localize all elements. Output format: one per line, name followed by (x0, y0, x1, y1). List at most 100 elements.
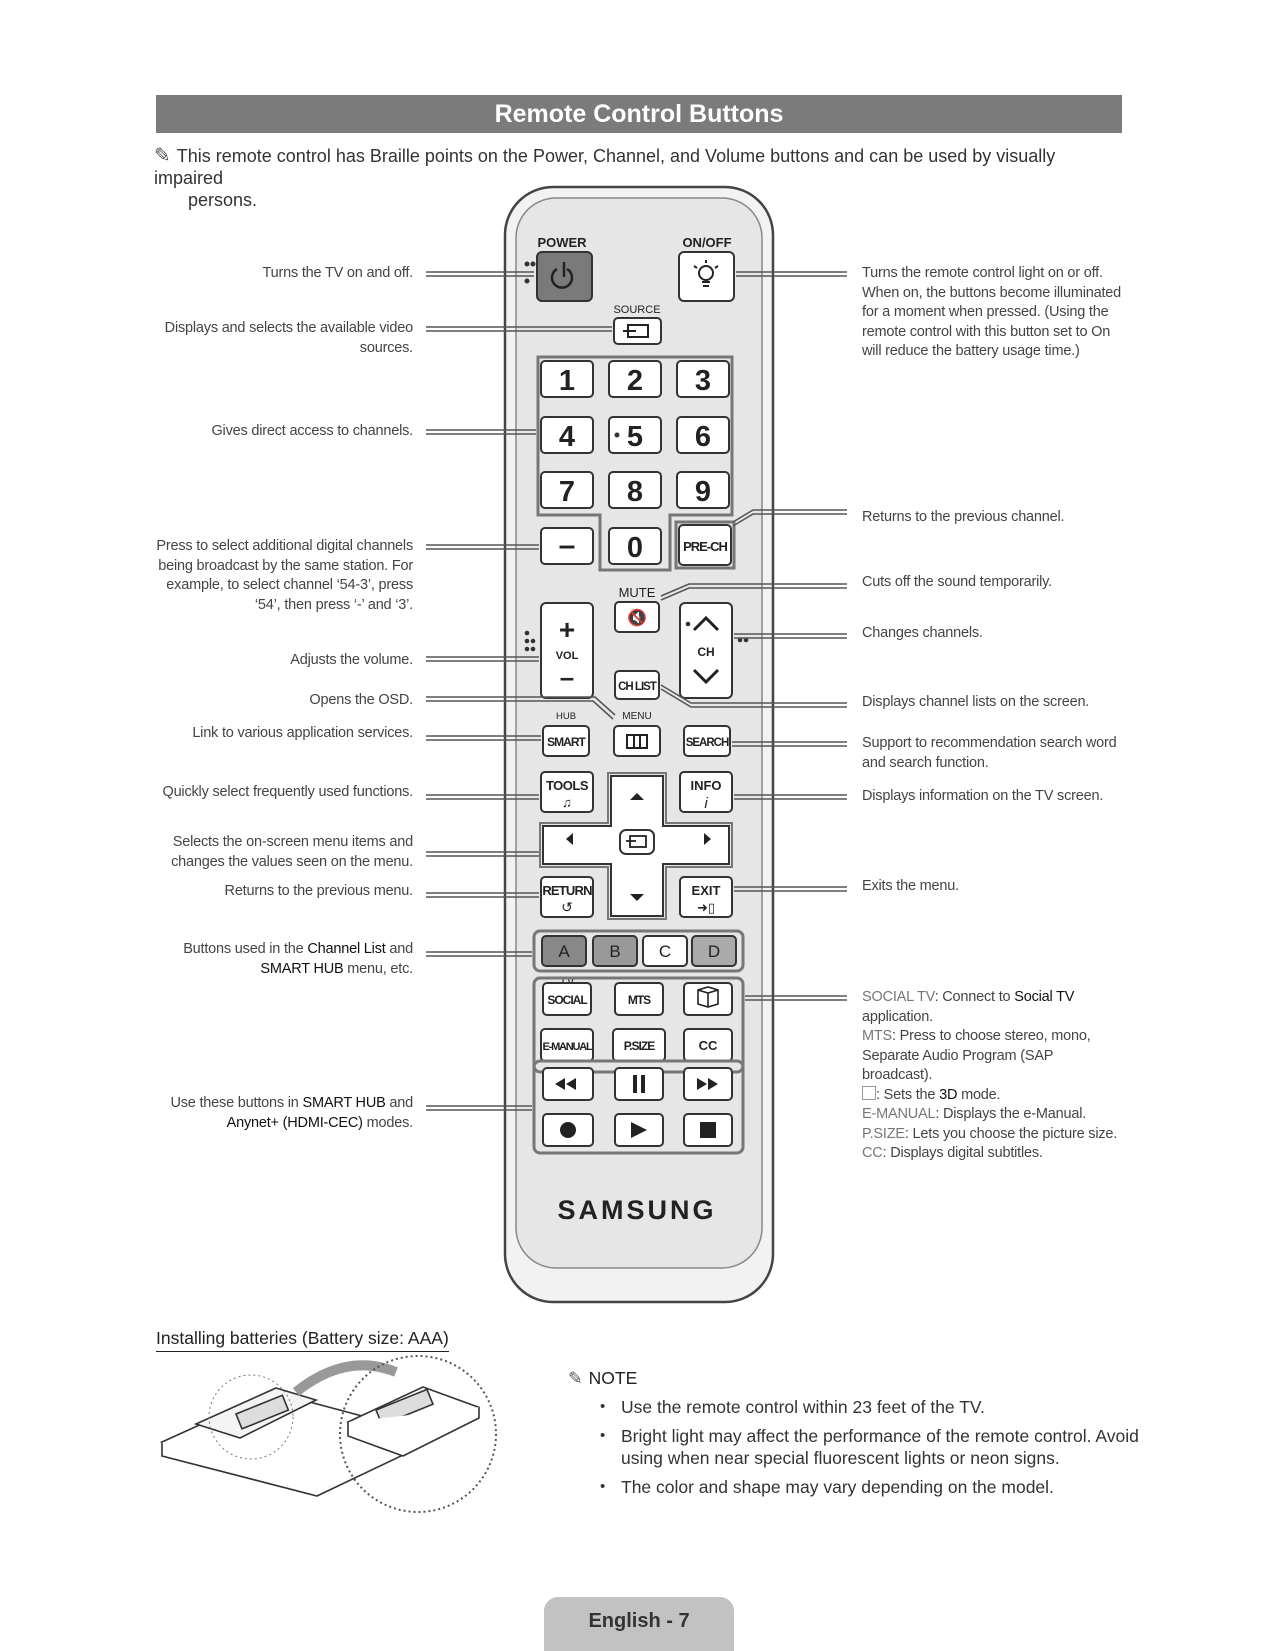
menu-button[interactable] (613, 725, 661, 757)
digit-button-5[interactable] (608, 416, 662, 454)
record-icon (560, 1122, 576, 1138)
digit-label: 3 (695, 365, 711, 397)
mute-icon: 🔇 (627, 608, 647, 627)
digit-button-8[interactable] (608, 471, 662, 509)
fast-forward-icon (697, 1078, 718, 1090)
color-button-label[interactable]: B (609, 942, 620, 961)
digit-label: 6 (695, 421, 711, 453)
color-button-d[interactable] (691, 935, 737, 967)
braille-dot (614, 432, 620, 438)
caption-volume: Adjusts the volume. (290, 652, 413, 668)
menu-label: MENU (622, 711, 651, 722)
digit-label: 1 (559, 365, 575, 397)
mts-button[interactable] (614, 982, 664, 1016)
ch-down-icon (692, 668, 720, 685)
color-button-label[interactable]: D (708, 942, 720, 961)
volume-rocker[interactable] (540, 602, 594, 699)
social-tv-button[interactable] (542, 982, 592, 1016)
note-list: Use the remote control within 23 feet of… (600, 1396, 1140, 1505)
color-button-label[interactable]: C (659, 942, 671, 961)
search-button[interactable] (683, 725, 731, 757)
source-button[interactable] (613, 317, 662, 345)
pause-button[interactable] (614, 1067, 664, 1101)
vol-up-icon: + (559, 614, 575, 645)
caption-color-buttons: Buttons used in the Channel List and SMA… (183, 941, 413, 977)
color-button-label[interactable]: A (558, 942, 570, 961)
stop-icon (700, 1122, 716, 1138)
prech-label: PRE-CH (683, 539, 727, 554)
info-button[interactable] (679, 771, 733, 813)
battery-install-illustration (159, 1355, 497, 1513)
note-pencil-icon: ✎ (568, 1368, 583, 1388)
tools-label: TOOLS (546, 778, 589, 793)
media-group (532, 1059, 745, 1155)
digit-button-9[interactable] (676, 471, 730, 509)
digit-label: 8 (627, 476, 643, 508)
tools-button[interactable] (540, 771, 594, 813)
return-button[interactable] (540, 876, 594, 918)
digit-button-1[interactable] (540, 360, 594, 398)
pause-icon (633, 1075, 645, 1093)
color-button-b[interactable] (592, 935, 638, 967)
mute-button[interactable] (614, 601, 660, 633)
exit-icon: ➜▯ (697, 900, 715, 915)
ch-label: CH (697, 645, 714, 659)
play-icon (631, 1122, 647, 1138)
list-item: Use the remote control within 23 feet of… (600, 1396, 1140, 1418)
chlist-button[interactable] (614, 670, 660, 700)
caption-numbers: Gives direct access to channels. (211, 423, 413, 439)
menu-icon (626, 734, 648, 749)
caption-channel: Changes channels. (862, 625, 983, 641)
info-label: INFO (690, 778, 721, 793)
enter-button[interactable] (619, 829, 655, 855)
dash-button[interactable] (540, 527, 594, 565)
return-icon: ↺ (561, 899, 573, 915)
exit-label: EXIT (692, 883, 721, 898)
prech-button[interactable] (678, 524, 732, 566)
chlist-label: CH LIST (618, 681, 657, 693)
digit-button-4[interactable] (540, 416, 594, 454)
number-group (536, 355, 734, 572)
psize-label: P.SIZE (624, 1039, 655, 1053)
exit-button[interactable] (679, 876, 733, 918)
digit-button-0[interactable] (608, 527, 662, 565)
color-button-c[interactable] (642, 935, 688, 967)
light-button[interactable] (678, 251, 735, 302)
tools-icon: ♫ (562, 795, 572, 810)
smart-hub-button[interactable] (542, 725, 590, 757)
source-label: SOURCE (613, 304, 660, 316)
rewind-icon (555, 1078, 576, 1090)
caption-info: Displays information on the TV screen. (862, 788, 1104, 804)
power-icon (550, 262, 574, 289)
digit-button-7[interactable] (540, 471, 594, 509)
hub-label: HUB (556, 711, 576, 722)
caption-exit: Exits the menu. (862, 878, 959, 894)
arrow-icon (292, 1360, 398, 1396)
channel-rocker[interactable] (679, 602, 733, 699)
emanual-label: E-MANUAL (542, 1041, 593, 1053)
digit-button-2[interactable] (608, 360, 662, 398)
caption-media-buttons: Use these buttons in SMART HUB and Anyne… (170, 1095, 413, 1131)
list-item: The color and shape may vary depending o… (600, 1476, 1140, 1498)
mts-label: MTS (628, 993, 651, 1007)
intro-line-1: This remote control has Braille points o… (154, 146, 1056, 188)
caption-dpad: Selects the on-screen menu items and cha… (171, 834, 413, 870)
info-icon: i (704, 795, 708, 812)
enter-icon (626, 835, 647, 848)
caption-return: Returns to the previous menu. (224, 883, 414, 899)
left-leaders (426, 271, 616, 1111)
dpad-left-icon (566, 833, 573, 845)
digit-label: 2 (627, 365, 643, 397)
list-item: Bright light may affect the performance … (600, 1425, 1140, 1469)
vol-down-icon: – (560, 662, 574, 692)
caption-light: Turns the remote control light on or off… (862, 265, 1121, 359)
vol-label: VOL (556, 650, 579, 662)
digit-button-3[interactable] (676, 360, 730, 398)
3d-icon (697, 986, 719, 1008)
search-label: SEARCH (686, 737, 729, 749)
page-number: English - 7 (544, 1597, 734, 1651)
digit-button-6[interactable] (676, 416, 730, 454)
color-button-a[interactable] (541, 935, 587, 967)
caption-power: Turns the TV on and off. (262, 265, 413, 281)
note-heading: ✎NOTE (568, 1368, 638, 1388)
